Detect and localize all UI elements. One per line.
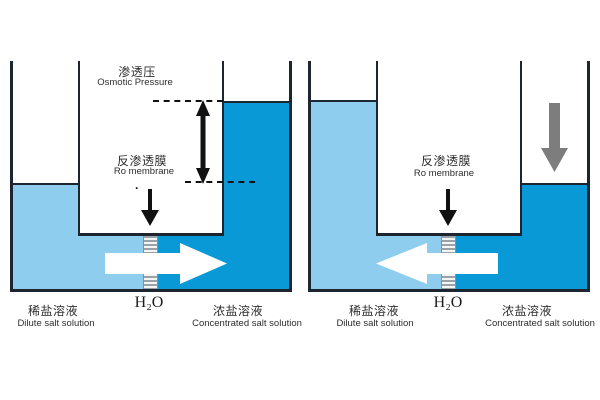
dilute-solution-label-zh: 稀盐溶液 [27, 304, 79, 318]
tank-left-wall [10, 61, 13, 292]
water-formula-label: H₂O [433, 294, 463, 311]
dilute-solution-label-en: Dilute salt solution [336, 318, 414, 329]
tank-bottom [308, 289, 590, 292]
tank-right-wall [587, 61, 590, 292]
osmotic-pressure-double-arrow-icon [196, 100, 210, 184]
osmotic-pressure-label-en: Osmotic Pressure [97, 77, 173, 88]
upper-level-dashed-line [153, 100, 223, 102]
ro-membrane-label-zh: 反渗透膜 [116, 154, 168, 168]
concentrated-solution-label-en: Concentrated salt solution [192, 318, 302, 329]
tank-right-wall [289, 61, 292, 292]
water-flow-right-arrow-icon [105, 243, 227, 284]
lower-level-dashed-line [185, 181, 255, 183]
osmotic-pressure-label-zh: 渗透压 [118, 65, 156, 79]
membrane-pointer-down-arrow-icon [439, 189, 457, 226]
concentrated-solution-label-zh: 浓盐溶液 [212, 304, 264, 318]
applied-pressure-down-arrow-icon [541, 103, 568, 172]
ro-membrane-label-zh: 反渗透膜 [420, 154, 472, 168]
osmosis-panel: 渗透压 Osmotic Pressure 反渗透膜 Ro membrane . … [1, 0, 302, 400]
dilute-solution-label-en: Dilute salt solution [17, 318, 95, 329]
membrane-pointer-down-arrow-icon [141, 189, 159, 226]
stray-dot: . [135, 178, 139, 192]
ro-membrane-label-en: Ro membrane [113, 166, 175, 177]
concentrated-solution-label-en: Concentrated salt solution [485, 318, 595, 329]
reverse-osmosis-panel: 反渗透膜 Ro membrane H₂O 稀盐溶液 Dilute salt so… [299, 0, 599, 400]
concentrated-solution-label-zh: 浓盐溶液 [501, 304, 553, 318]
water-formula-label: H₂O [134, 294, 164, 311]
water-flow-left-arrow-icon [376, 243, 498, 284]
ro-membrane-label-en: Ro membrane [413, 168, 475, 179]
dilute-solution-label-zh: 稀盐溶液 [348, 304, 400, 318]
tank-bottom [10, 289, 292, 292]
tank-left-wall [308, 61, 311, 292]
